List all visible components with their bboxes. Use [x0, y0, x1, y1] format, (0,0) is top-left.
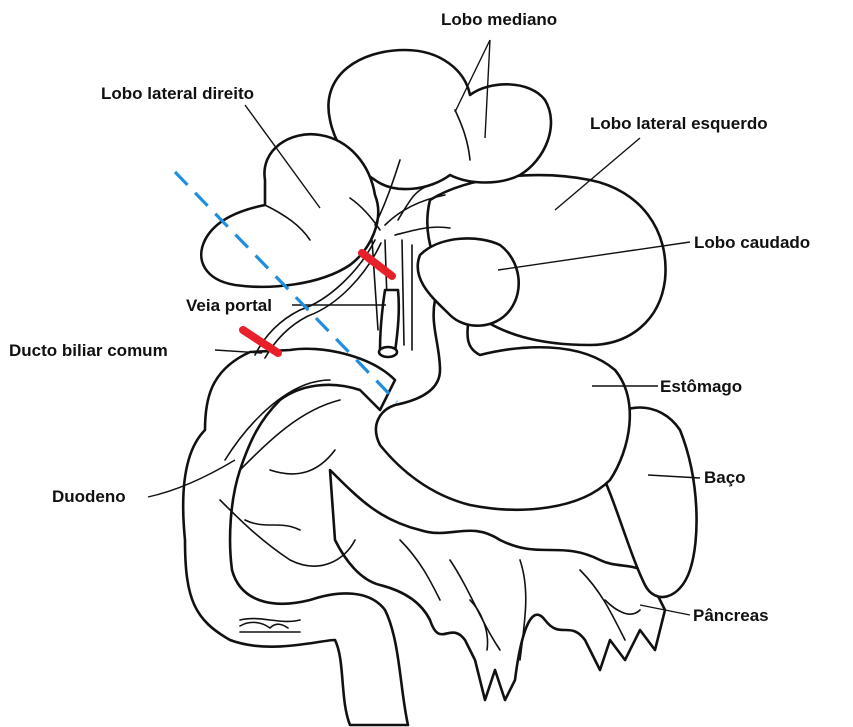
label-lobo-mediano: Lobo mediano — [441, 10, 557, 30]
lobo-lateral-direito — [201, 134, 378, 287]
label-lobo-lateral-esquerdo: Lobo lateral esquerdo — [590, 114, 768, 134]
label-lobo-lateral-direito: Lobo lateral direito — [101, 84, 254, 104]
label-ducto-biliar-comum: Ducto biliar comum — [9, 341, 168, 361]
label-veia-portal: Veia portal — [186, 296, 272, 316]
label-estomago: Estômago — [660, 377, 742, 397]
label-baco: Baço — [704, 468, 746, 488]
label-pancreas: Pâncreas — [693, 606, 769, 626]
red-ligature-mark-upper — [362, 253, 392, 276]
veia-portal-vessel — [379, 290, 399, 357]
label-duodeno: Duodeno — [52, 487, 126, 507]
label-lobo-caudado: Lobo caudado — [694, 233, 810, 253]
red-ligature-mark-lower — [243, 330, 278, 353]
